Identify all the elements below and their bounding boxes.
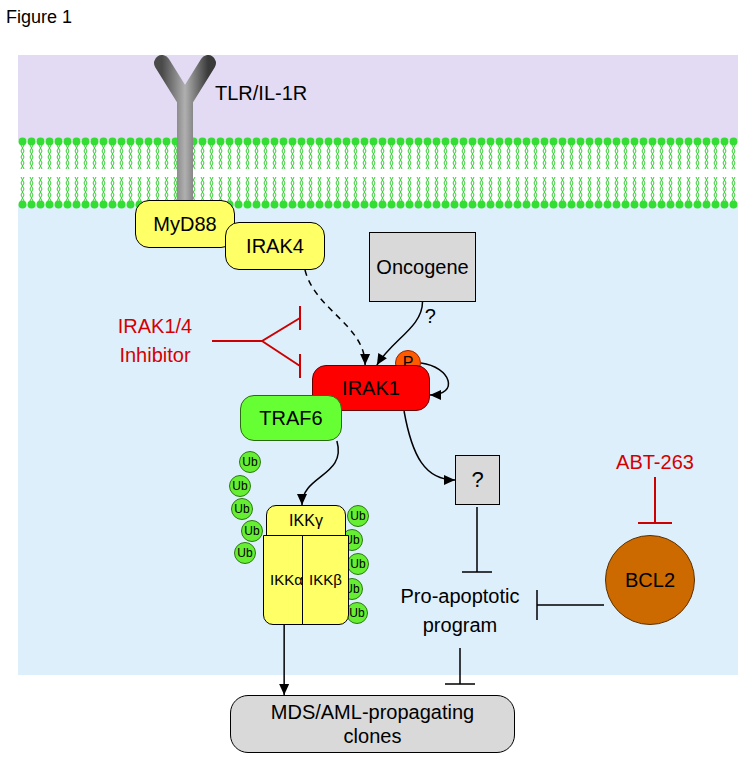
- node-text: Ub: [234, 502, 249, 516]
- protein-box: IRAK4: [225, 222, 325, 270]
- ubiquitin-circle: Ub: [346, 602, 368, 624]
- node-text: IRAK1: [342, 376, 400, 400]
- drug-label: ABT-263: [598, 448, 712, 477]
- node-text: IRAK4: [246, 234, 304, 258]
- signal-arrow: [404, 411, 455, 485]
- node-text: IKKβ: [309, 571, 342, 589]
- node-text: Ub: [350, 509, 365, 523]
- ubiquitin-circle: Ub: [241, 520, 263, 542]
- unknown-box: ?: [455, 455, 500, 505]
- extracellular-band: [18, 55, 738, 140]
- node-text: BCL2: [625, 568, 675, 592]
- protein-box: MyD88: [135, 200, 235, 248]
- node-text: Ub: [242, 455, 257, 469]
- node-text: MDS/AML-propagating clones: [258, 700, 488, 748]
- node-text: TRAF6: [259, 406, 322, 430]
- ubiquitin-circle: Ub: [347, 553, 369, 575]
- outcome-box: MDS/AML-propagating clones: [230, 695, 515, 753]
- node-text: Ub: [244, 524, 259, 538]
- ubiquitin-circle: Ub: [229, 475, 251, 497]
- bcl2-circle: BCL2: [605, 535, 695, 625]
- process-label: Pro-apoptotic program: [388, 582, 532, 640]
- node-text: MyD88: [153, 212, 216, 236]
- ikk-subunit: IKKβ: [302, 535, 349, 625]
- ubiquitin-circle: Ub: [347, 505, 369, 527]
- node-text: IKKγ: [289, 511, 323, 530]
- ubiquitin-circle: Ub: [231, 498, 253, 520]
- node-text: Ub: [349, 606, 364, 620]
- cytoplasm-band: [18, 205, 738, 675]
- protein-box: TRAF6: [240, 395, 342, 441]
- edge-label: ?: [425, 301, 436, 330]
- node-text: IKKα: [270, 571, 303, 589]
- node-text: Ub: [350, 557, 365, 571]
- figure-title: Figure 1: [6, 4, 72, 30]
- node-text: Oncogene: [376, 255, 468, 279]
- oncogene-box: Oncogene: [369, 232, 476, 302]
- signal-arrow: [297, 441, 338, 505]
- signal-arrow: [279, 625, 289, 695]
- node-text: Ub: [237, 546, 252, 560]
- node-text: ?: [471, 467, 483, 493]
- drug-label: IRAK1/4 Inhibitor: [96, 312, 214, 370]
- inhibitor-lines: [212, 306, 672, 523]
- ikk-subunit: IKKγ: [266, 505, 346, 536]
- node-text: Ub: [232, 479, 247, 493]
- lipid-bilayer: [18, 137, 738, 209]
- receptor-label: TLR/IL-1R: [215, 81, 307, 105]
- ubiquitin-circle: Ub: [239, 451, 261, 473]
- ubiquitin-circle: Ub: [234, 542, 256, 564]
- signal-arrow: [305, 270, 370, 365]
